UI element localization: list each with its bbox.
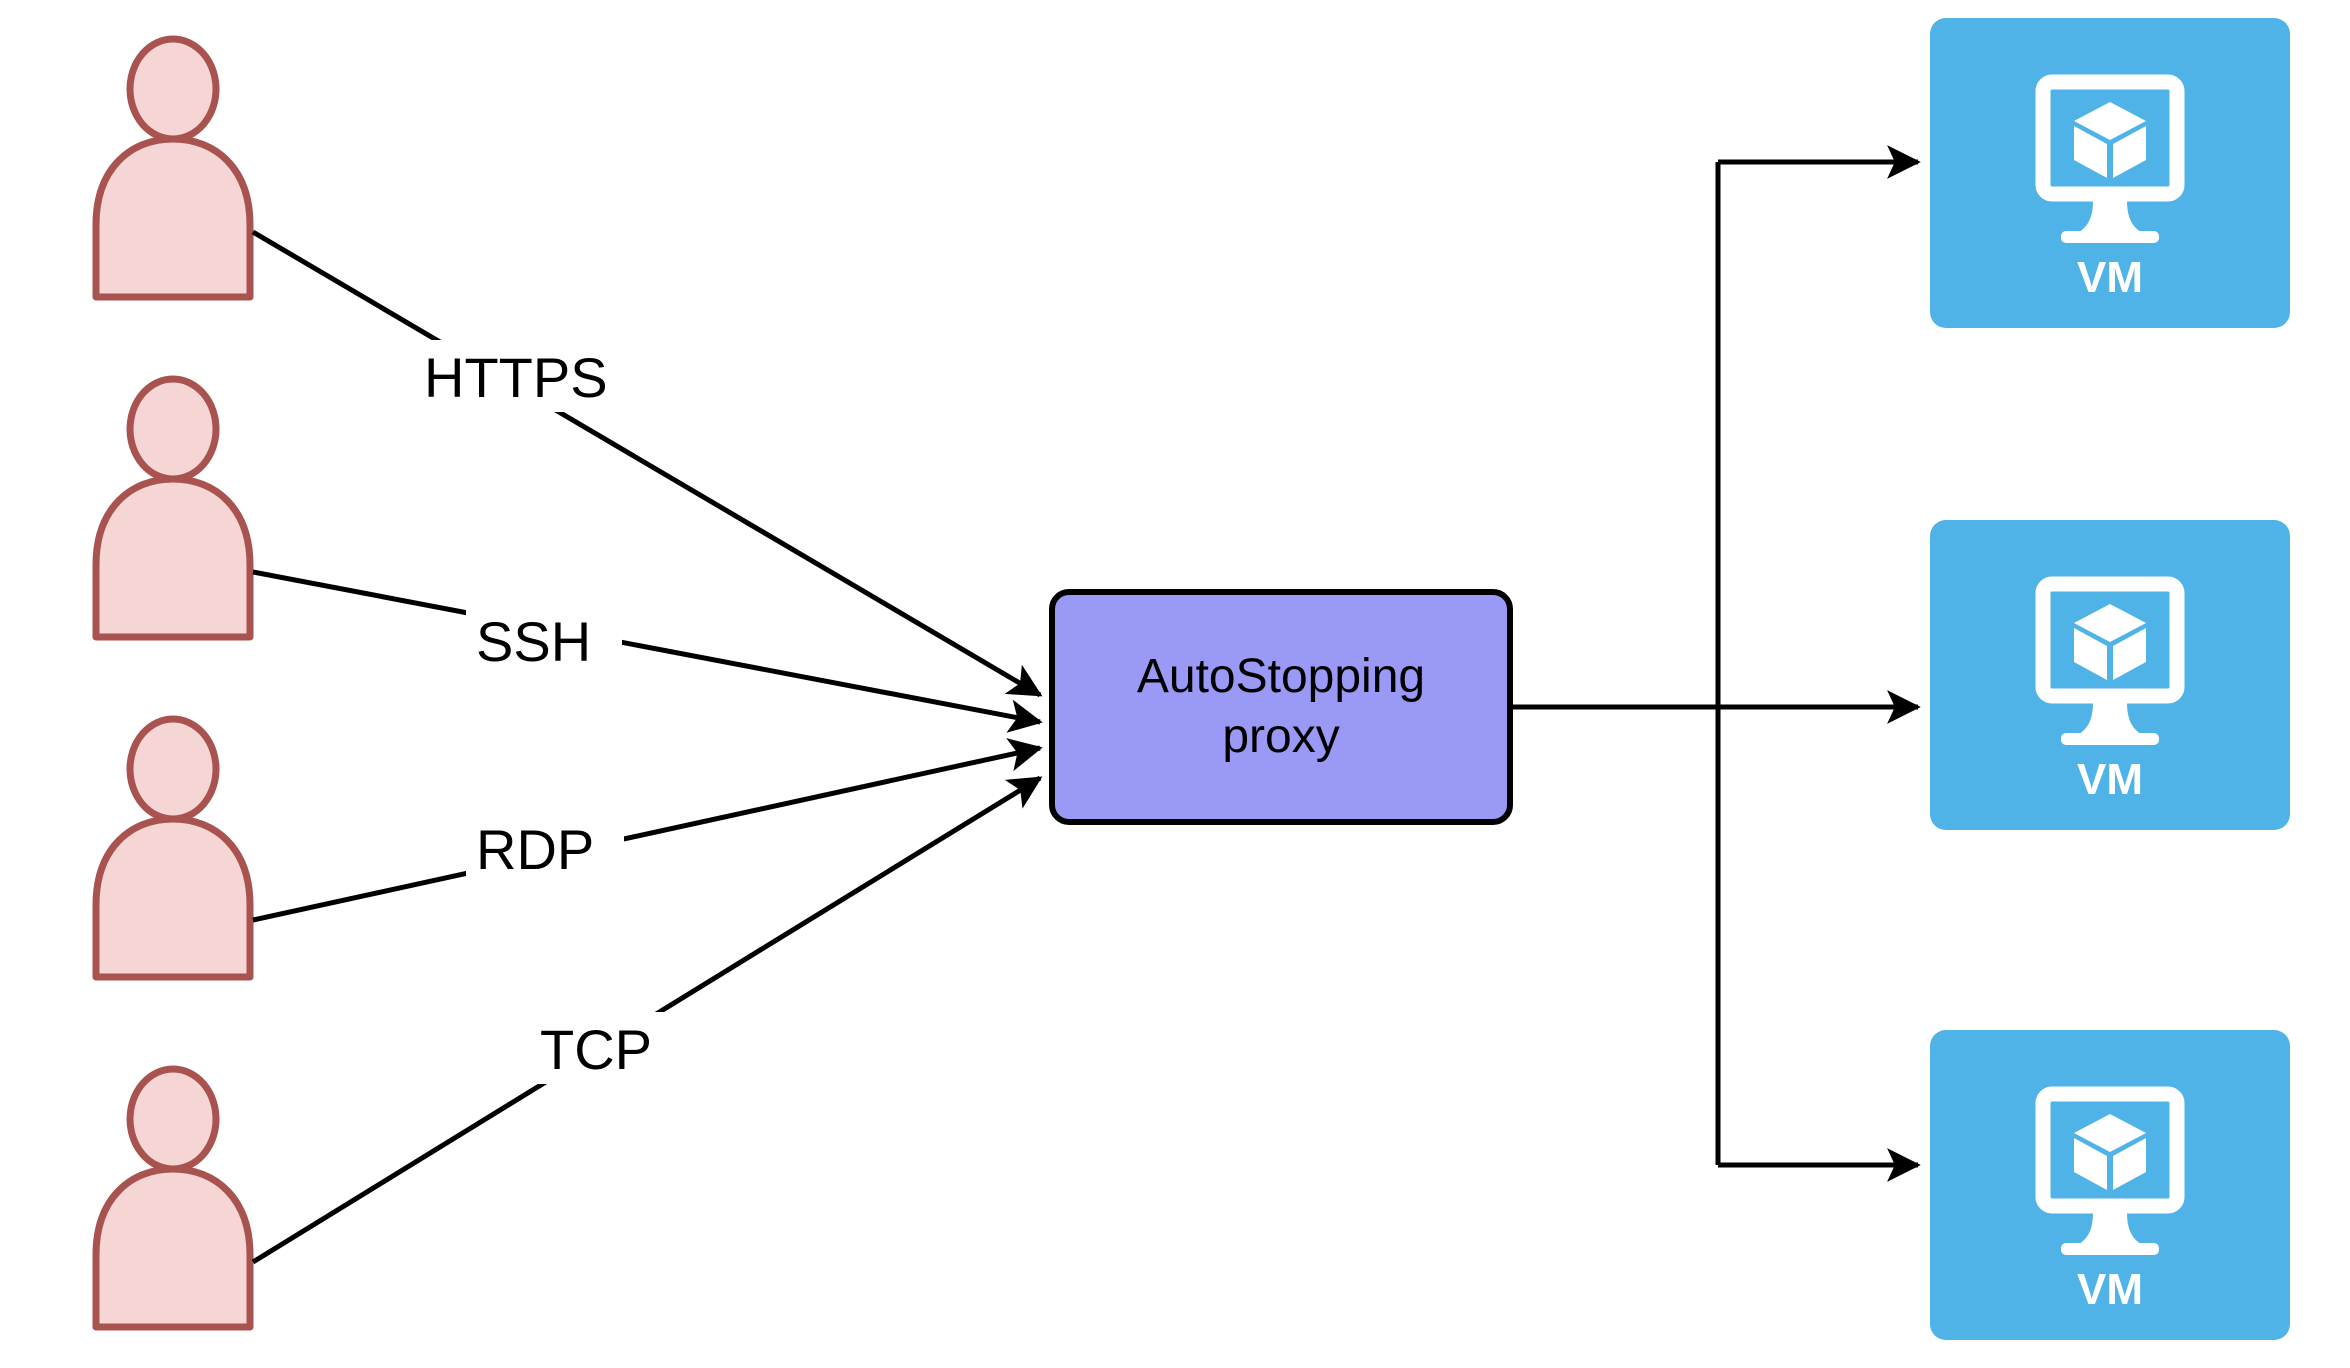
edge-user2-to-proxy [252,569,1043,733]
edge-user3-to-proxy [252,738,1043,923]
protocol-label-tcp: TCP [530,1012,682,1084]
actor-user-2[interactable] [96,379,250,637]
protocol-label-ssh: SSH [466,604,622,676]
proxy-box [1049,589,1513,825]
actor-user-3[interactable] [96,719,250,977]
actor-user-1[interactable] [96,39,250,297]
proxy-label-line-1: AutoStopping [1137,650,1425,703]
user-icon [96,39,250,297]
protocol-label-https-text: HTTPS [424,346,608,409]
protocol-label-https: HTTPS [414,340,644,412]
autostopping-proxy-node[interactable]: AutoStopping proxy [1049,589,1513,825]
protocol-label-ssh-text: SSH [476,610,591,673]
vm-3-label: VM [2077,1265,2143,1314]
protocol-label-rdp: RDP [466,812,624,884]
proxy-label-line-2: proxy [1222,710,1339,763]
target-vm-3[interactable]: VM [1930,1030,2290,1340]
edge-user1-to-proxy [251,229,1043,698]
protocol-label-tcp-text: TCP [540,1018,652,1081]
vm-1-label: VM [2077,253,2143,302]
vm-2-label: VM [2077,755,2143,804]
protocol-label-rdp-text: RDP [476,818,594,881]
user-icon [96,1069,250,1327]
actor-user-4[interactable] [96,1069,250,1327]
user-icon [96,379,250,637]
target-vm-2[interactable]: VM [1930,520,2290,830]
target-vm-1[interactable]: VM [1930,18,2290,328]
user-icon [96,719,250,977]
